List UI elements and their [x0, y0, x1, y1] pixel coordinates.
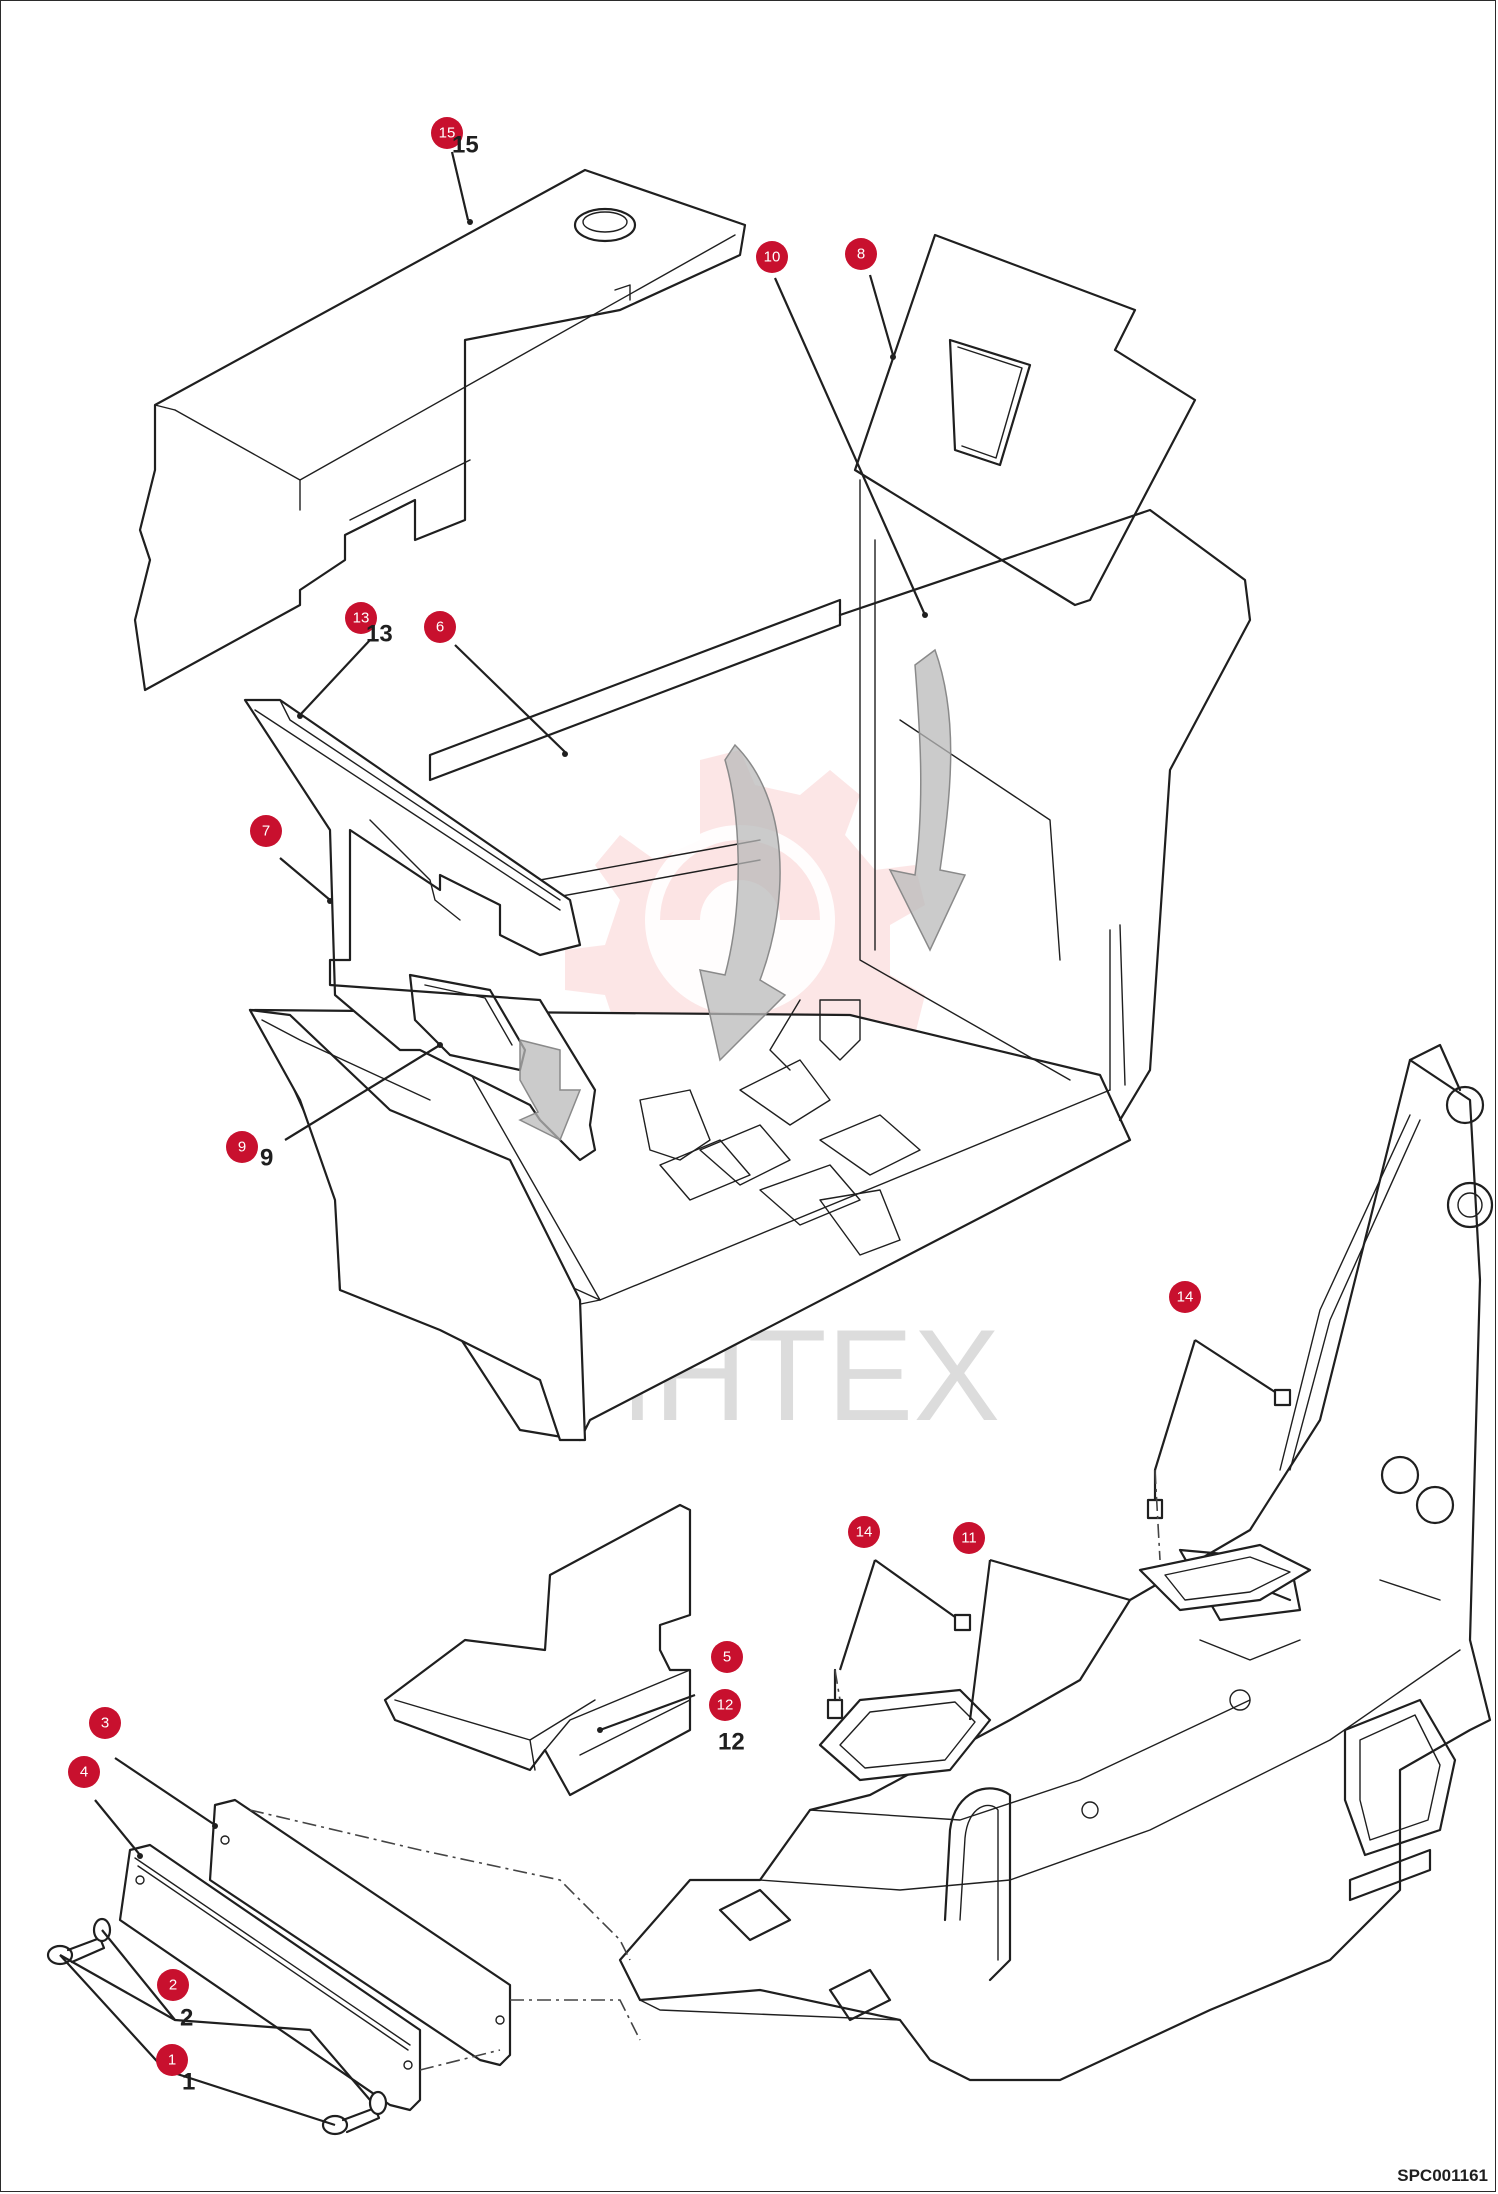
callout-8: 8 [845, 238, 877, 270]
callout-6: 6 [424, 611, 456, 643]
part-chassis-frame [618, 1043, 1494, 2082]
bolt-icon [46, 1936, 106, 1966]
callout-2: 2 2 [157, 1969, 193, 2032]
svg-text:12: 12 [717, 1697, 734, 1714]
callouts: 15 15 10 8 13 13 6 7 9 9 [68, 117, 1201, 2096]
callout-7: 7 [250, 815, 282, 847]
callout-2-tail-label: 2 [180, 2005, 193, 2032]
svg-text:1: 1 [168, 2052, 176, 2069]
callout-11: 11 [953, 1522, 985, 1554]
callout-3: 3 [89, 1707, 121, 1739]
callout-12-tail-label: 12 [718, 1729, 745, 1756]
svg-text:14: 14 [856, 1524, 873, 1541]
callout-15-tail-label: 15 [452, 132, 479, 159]
callout-13: 13 13 [345, 602, 393, 648]
part-right-panel [853, 233, 1197, 607]
bolt-icon [826, 1668, 844, 1720]
bolt-icon [321, 2106, 381, 2136]
arrow-icon-3 [518, 1039, 582, 1142]
svg-text:4: 4 [80, 1764, 88, 1781]
callout-4: 4 [68, 1756, 100, 1788]
callout-14-lower: 14 [848, 1516, 880, 1548]
callout-10: 10 [756, 241, 788, 273]
callout-5: 5 [711, 1641, 743, 1673]
svg-text:10: 10 [764, 249, 781, 266]
callout-1: 1 1 [156, 2044, 195, 2096]
callout-9: 9 9 [226, 1131, 273, 1172]
callout-13-tail-label: 13 [366, 621, 393, 648]
svg-text:14: 14 [1177, 1289, 1194, 1306]
arrow-icon-1 [699, 743, 787, 1062]
svg-text:5: 5 [723, 1649, 731, 1666]
bolt-icon [1273, 1388, 1292, 1407]
svg-text:13: 13 [353, 610, 370, 627]
callout-9-tail-label: 9 [260, 1145, 273, 1172]
washer-icon [368, 2090, 388, 2116]
leader-lines [59, 151, 1276, 2127]
svg-text:2: 2 [169, 1977, 177, 1994]
arrow-icon-2 [888, 648, 967, 952]
svg-text:6: 6 [436, 619, 444, 636]
bolt-icon [953, 1613, 972, 1632]
assembly-arrows [518, 648, 967, 1142]
callout-1-tail-label: 1 [182, 2069, 195, 2096]
callout-15: 15 15 [431, 117, 479, 159]
part-top-cover [133, 168, 747, 692]
part-bracket-cover [383, 1503, 692, 1797]
callout-14-upper: 14 [1169, 1281, 1201, 1313]
svg-text:11: 11 [961, 1530, 977, 1547]
svg-text:15: 15 [439, 125, 456, 142]
assembly-lines [249, 1469, 1161, 2071]
callout-12: 12 12 [709, 1689, 745, 1756]
svg-text:9: 9 [238, 1139, 246, 1156]
svg-text:7: 7 [262, 823, 270, 840]
part-front-left-panels [243, 698, 597, 1442]
document-code: SPC001161 [1397, 2166, 1488, 2185]
svg-text:8: 8 [857, 246, 865, 263]
svg-text:3: 3 [101, 1715, 109, 1732]
part-side-plates [118, 1798, 512, 2112]
